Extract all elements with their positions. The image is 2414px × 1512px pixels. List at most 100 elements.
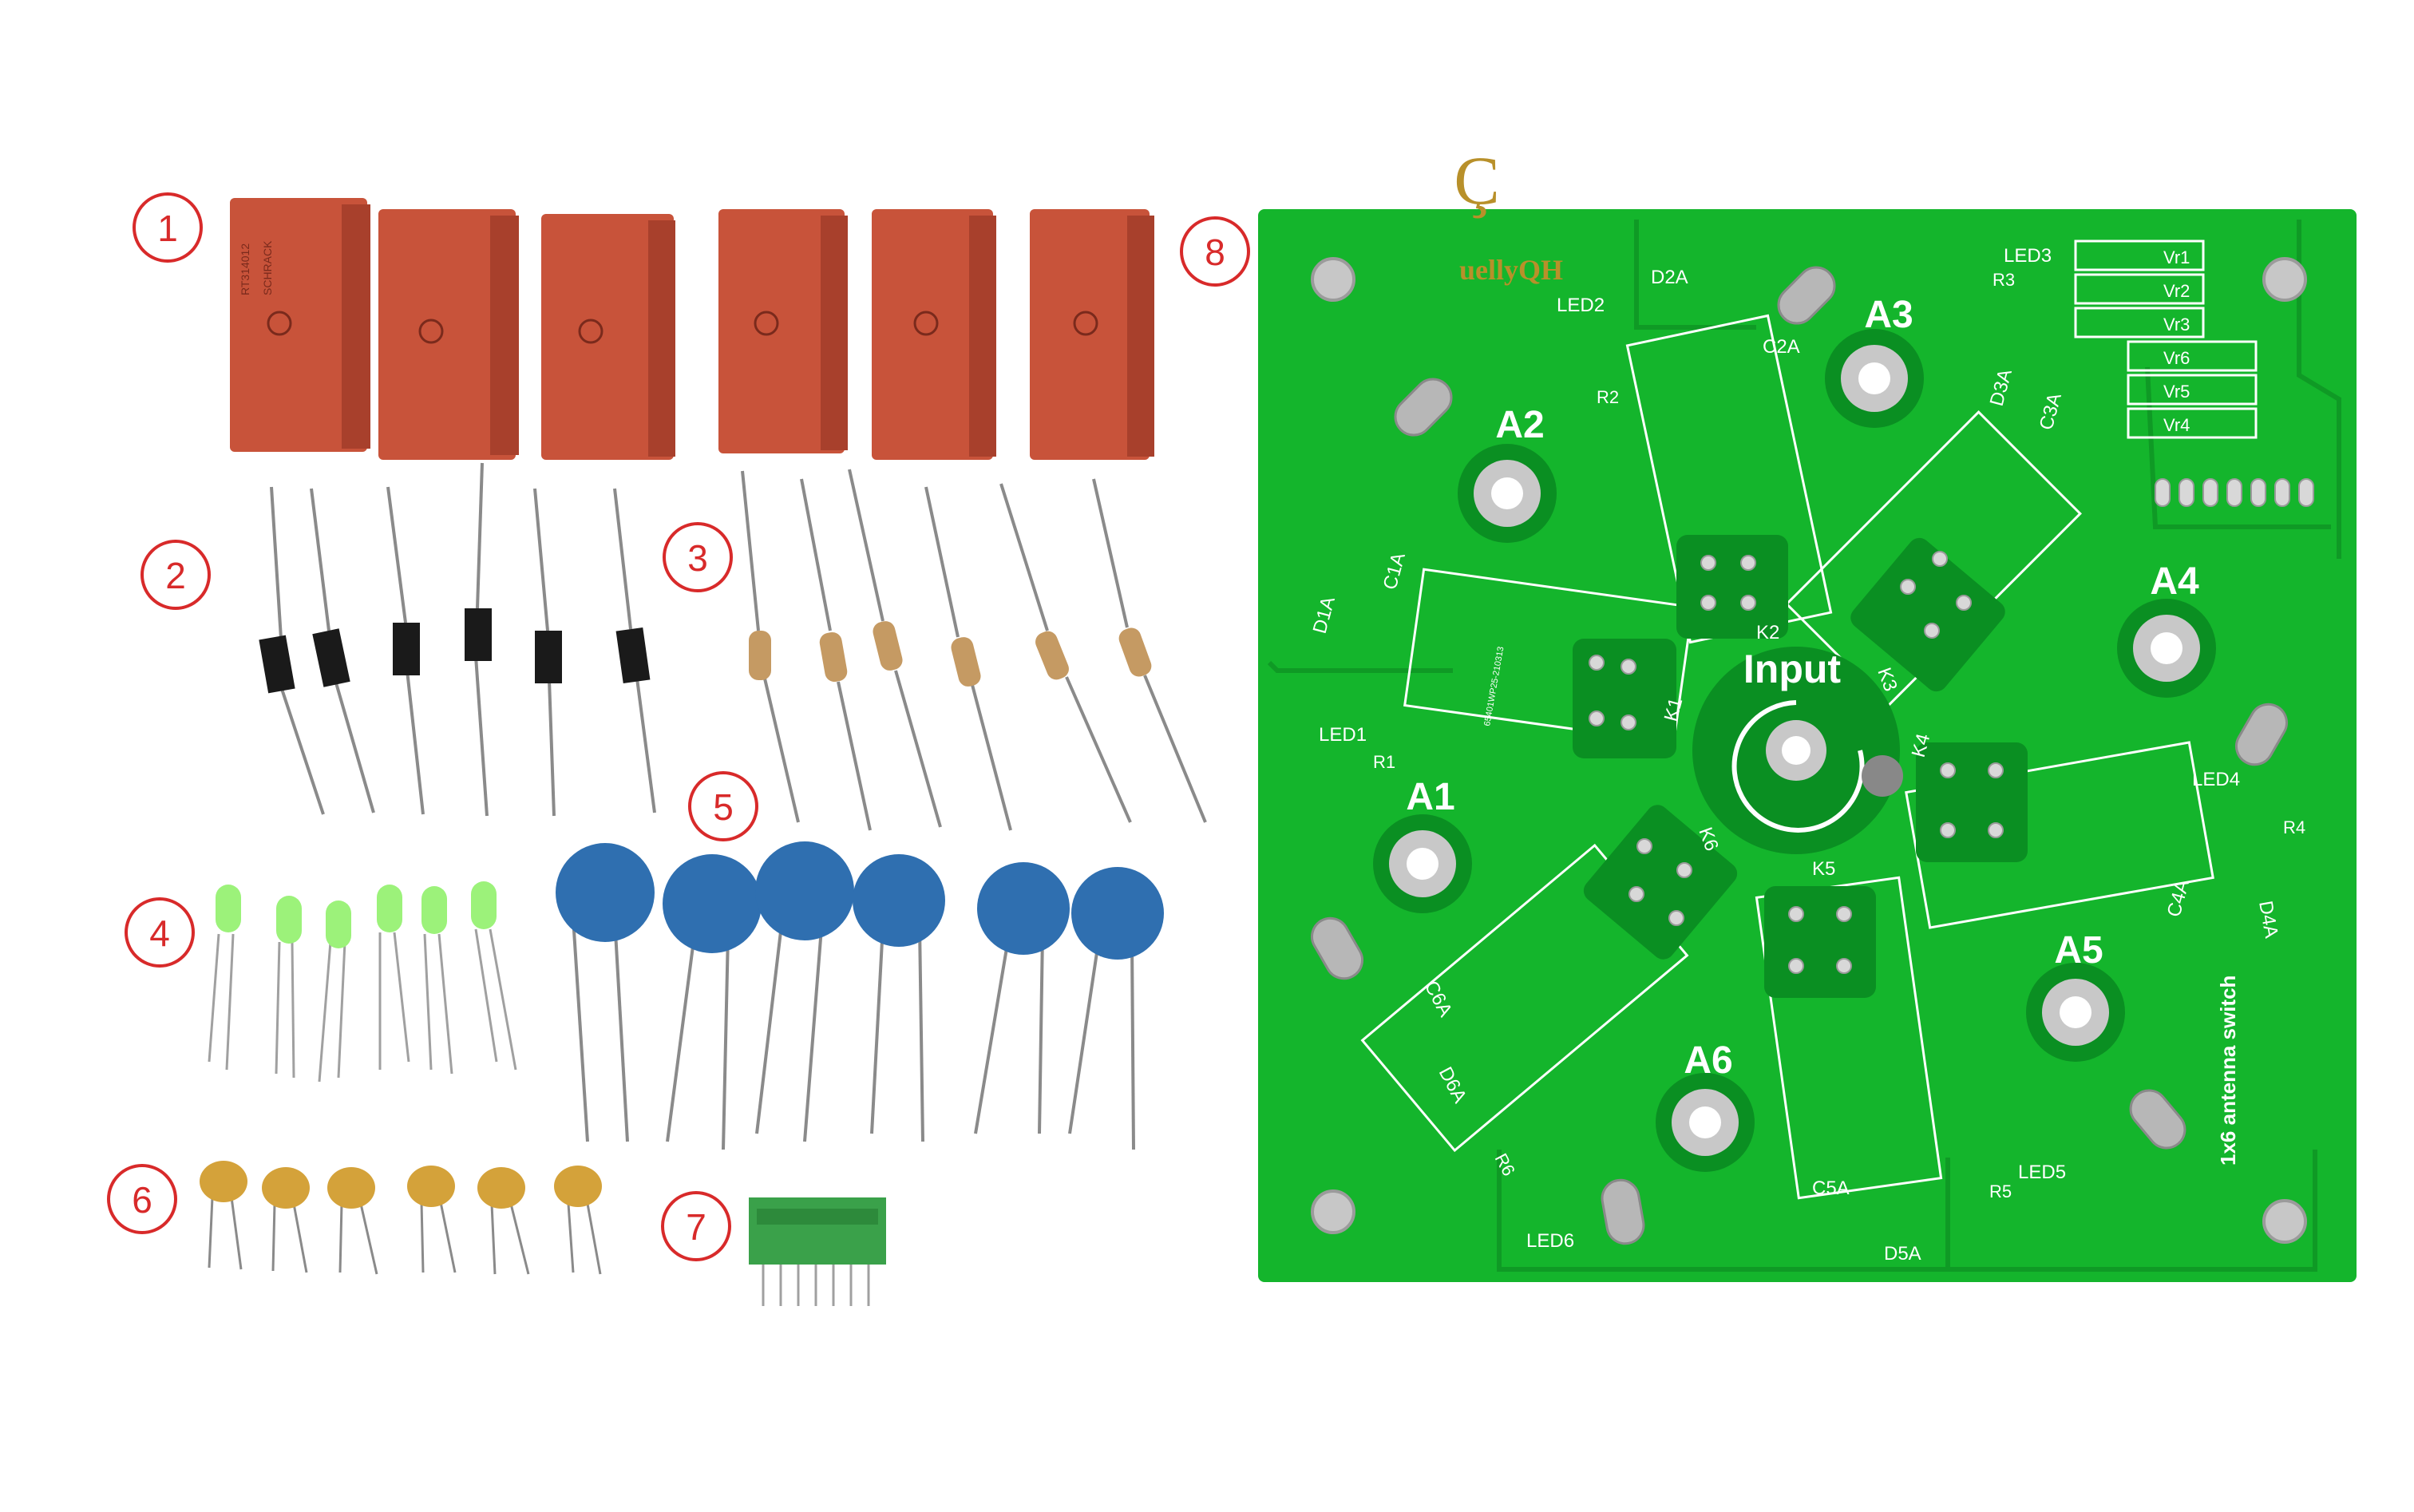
relay-brand-text: SCHRACK [261,240,274,295]
capacitor [755,841,854,1142]
relay [1030,209,1154,460]
led [421,886,453,1075]
badge-3: 3 [663,522,733,592]
diode [533,488,562,817]
brand-logo-letter: Ç [1454,142,1499,219]
pcb-board: Input A1 A2 A3 A4 A5 A6 K1 K2 K3 K4 K5 K… [1258,209,2357,1282]
port-pad [1656,1073,1755,1172]
vr-label-1: Vr1 [2163,247,2190,267]
led [377,885,410,1070]
port-pad [1458,444,1557,543]
relay [378,209,519,460]
relay-prints: SCHRACK RT314012 [239,240,274,295]
diodes-group [259,462,656,817]
resistor [800,478,872,831]
vr-label-6: Vr6 [2163,348,2190,368]
resistor [924,486,1012,831]
badge-6: 6 [107,1164,177,1234]
board-label: 1x6 antenna switch [2216,976,2240,1166]
terminal-body [749,1197,886,1265]
capacitor [663,854,762,1150]
port-pad [1373,814,1472,913]
relay [718,209,848,453]
capacitor [477,1167,530,1275]
mount-hole [2262,257,2307,302]
badge-6-label: 6 [132,1179,152,1221]
blue-capacitors-group [556,841,1164,1150]
led [318,900,351,1083]
port-pad [1825,329,1924,428]
cap-label-c2a: C2A [1763,336,1800,358]
res-label-r1: R1 [1373,752,1395,772]
led [471,881,517,1071]
badge-7: 7 [661,1191,731,1261]
diode [465,462,492,817]
capacitor [556,843,655,1142]
capacitor [853,854,945,1142]
port-pad [2026,963,2125,1062]
vr-footprints [2074,239,2258,439]
diode [259,486,325,815]
badges: 1 2 3 4 5 6 7 8 [107,192,1250,1261]
badge-3-label: 3 [687,537,708,579]
vr-label-5: Vr5 [2163,382,2190,402]
led-label-led6: LED6 [1526,1230,1574,1252]
badge-5: 5 [688,771,758,841]
badge-2-label: 2 [165,555,186,596]
led-label-led2: LED2 [1557,295,1605,316]
res-label-r4: R4 [2283,817,2305,837]
led-label-led3: LED3 [2004,245,2052,267]
mount-hole [1311,257,1355,302]
relay-label-k2: K2 [1756,622,1779,643]
terminal-header [749,1197,886,1306]
port-label-a6: A6 [1684,1039,1732,1082]
mount-hole [2262,1199,2307,1244]
led-label-led1: LED1 [1319,724,1367,746]
port-pad [2117,599,2216,698]
res-label-r2: R2 [1597,387,1619,407]
capacitor [407,1166,457,1273]
vr-label-2: Vr2 [2163,281,2190,301]
badge-1: 1 [133,192,203,263]
resistors-group [741,469,1207,831]
vr-label-4: Vr4 [2163,415,2190,435]
brand-watermark: Ç uellyQH [1454,142,1563,286]
badge-7-label: 7 [686,1206,706,1248]
resistor [999,483,1132,823]
diode-label-d2a: D2A [1651,267,1688,288]
header-pads [2155,478,2314,507]
resistor [848,469,942,828]
port-label-a4: A4 [2150,560,2199,603]
capacitor [554,1166,602,1275]
led [275,896,302,1079]
diode [613,488,656,813]
resistor [1092,478,1207,823]
led [208,885,241,1071]
port-label-a1: A1 [1406,776,1454,818]
relays-group [230,198,1154,460]
relay [541,214,675,460]
badge-4: 4 [125,897,195,968]
badge-8: 8 [1180,216,1250,287]
diode [386,486,425,815]
resistor [741,470,800,823]
port-label-a2: A2 [1495,404,1544,446]
brand-name: uellyQH [1459,254,1563,286]
diode [310,488,375,813]
cap-label-c5a: C5A [1812,1178,1850,1199]
badge-8-label: 8 [1205,232,1225,273]
leds-group [208,881,517,1083]
led-label-led4: LED4 [2192,769,2240,790]
res-label-r5: R5 [1989,1181,2012,1201]
input-label: Input [1743,647,1842,691]
antenna-pads [1373,329,2216,1172]
capacitor [974,862,1070,1134]
diode-label-d5a: D5A [1884,1243,1921,1265]
led-label-led5: LED5 [2018,1162,2066,1183]
vr-label-3: Vr3 [2163,315,2190,334]
capacitor [327,1167,378,1275]
res-label-r3: R3 [1993,270,2015,290]
relay-model-text: RT314012 [239,243,251,295]
mount-hole [1311,1189,1355,1234]
